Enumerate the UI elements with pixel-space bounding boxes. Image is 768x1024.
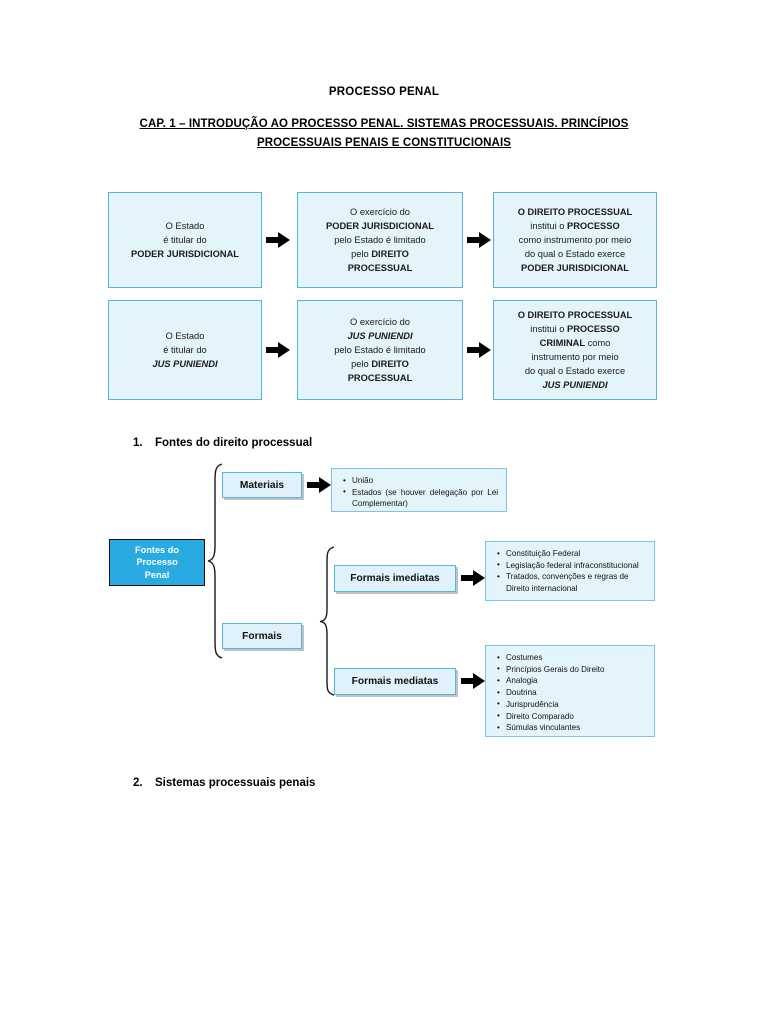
section-number: 1.	[133, 437, 143, 449]
page-title: PROCESSO PENAL	[328, 86, 440, 98]
list-item: Legislação federal infraconstitucional	[497, 559, 646, 571]
page-subtitle-text: CAP. 1 – INTRODUÇÃO AO PROCESSO PENAL. S…	[139, 118, 629, 149]
arrow-right-icon	[466, 230, 492, 250]
flow-box-line: pelo	[351, 359, 372, 369]
flow-box-line: instrumento por meio	[531, 352, 619, 362]
flow-box-line-emph: JUS PUNIENDI	[542, 380, 608, 390]
section-label: Fontes do direito processual	[155, 437, 313, 449]
tree-label-text: Formais mediatas	[351, 676, 439, 687]
flow-box-line-strong: PODER JURISDICIONAL	[521, 263, 629, 273]
flow-box-line: O Estado	[165, 331, 205, 341]
list-item-text: Princípios Gerais do Direito	[506, 664, 605, 674]
tree-label-materiais: Materiais	[222, 472, 302, 498]
list-item-text: União	[352, 476, 374, 485]
list-item-text: Analogia	[506, 676, 538, 686]
list-item-text: Doutrina	[506, 688, 537, 698]
list-item-text: Legislação federal infraconstitucional	[506, 560, 639, 570]
flow-box-line: pelo Estado é limitado	[334, 235, 426, 245]
list-item-text: Constituição Federal	[506, 549, 581, 558]
flow-box-line-emph: JUS PUNIENDI	[152, 359, 218, 369]
arrow-right-icon	[460, 568, 486, 588]
brace-root-split	[206, 462, 224, 660]
arrow-right-icon	[265, 230, 291, 250]
section-heading-sistemas: 2. Sistemas processuais penais	[133, 777, 315, 789]
tree-list-materiais: União Estados (se houver delegação por L…	[331, 468, 507, 512]
flow-box-exercicio-poder-jurisdicional: O exercício do PODER JURISDICIONAL pelo …	[297, 192, 463, 288]
flow-box-line: como	[585, 338, 611, 348]
tree-list-formais-mediatas: Costumes Princípios Gerais do Direito An…	[485, 645, 655, 737]
flow-box-line: O Estado	[165, 221, 205, 231]
flow-box-estado-jus-puniendi: O Estado é titular do JUS PUNIENDI	[108, 300, 262, 400]
tree-label-formais-mediatas: Formais mediatas	[334, 668, 456, 695]
brace-formais-split	[318, 545, 336, 697]
tree-list: União Estados (se houver delegação por L…	[342, 474, 498, 509]
list-item: Direito Comparado	[497, 710, 646, 722]
flow-box-line-strong: DIREITO	[371, 359, 409, 369]
flow-box-line-emph: JUS PUNIENDI	[347, 331, 413, 341]
flow-box-line: pelo Estado é limitado	[334, 345, 426, 355]
flow-box-line-strong: PROCESSUAL	[347, 373, 413, 383]
flow-box-line-strong: PROCESSUAL	[347, 263, 413, 273]
list-item: Tratados, convenções e regras de Direito…	[497, 571, 646, 593]
arrow-right-icon	[265, 340, 291, 360]
page-subtitle: CAP. 1 – INTRODUÇÃO AO PROCESSO PENAL. S…	[115, 115, 653, 153]
flow-box-line-strong: CRIMINAL	[539, 338, 586, 348]
section-number: 2.	[133, 777, 143, 789]
list-item-text: Tratados, convenções e regras de Direito…	[506, 572, 629, 593]
flow-box-line: é titular do	[163, 345, 207, 355]
tree-label-formais-imediatas: Formais imediatas	[334, 565, 456, 592]
flow-box-line-strong: PODER JURISDICIONAL	[131, 249, 239, 259]
section-heading-fontes: 1. Fontes do direito processual	[133, 437, 312, 449]
list-item: Analogia	[497, 675, 646, 686]
arrow-right-icon	[460, 671, 486, 691]
tree-list: Costumes Princípios Gerais do Direito An…	[496, 651, 646, 733]
list-item-text: Costumes	[506, 653, 543, 662]
flow-box-line: institui o	[530, 221, 567, 231]
list-item-text: Jurisprudência	[506, 699, 559, 709]
list-item-text: Estados (se houver delegação por Lei Com…	[352, 487, 498, 508]
flow-box-direito-processual-processo-criminal: O DIREITO PROCESSUAL institui o PROCESSO…	[493, 300, 657, 400]
flow-box-line-strong: PROCESSO	[567, 324, 620, 334]
tree-root-line: Processo	[136, 557, 178, 568]
flow-box-line: como instrumento por meio	[518, 235, 632, 245]
flow-box-line-strong: O DIREITO PROCESSUAL	[517, 310, 633, 320]
list-item-text: Súmulas vinculantes	[506, 723, 581, 733]
tree-list: Constituição Federal Legislação federal …	[496, 547, 646, 594]
list-item: Princípios Gerais do Direito	[497, 663, 646, 675]
tree-label-text: Materiais	[239, 479, 285, 491]
flow-box-line: do qual o Estado exerce	[524, 366, 626, 376]
list-item: Estados (se houver delegação por Lei Com…	[343, 486, 498, 509]
list-item: Costumes	[497, 651, 646, 663]
tree-label-text: Formais	[242, 630, 282, 642]
list-item: Doutrina	[497, 687, 646, 698]
arrow-right-icon	[306, 475, 332, 495]
flow-box-exercicio-jus-puniendi: O exercício do JUS PUNIENDI pelo Estado …	[297, 300, 463, 400]
flow-box-line: institui o	[530, 324, 567, 334]
flow-box-line: O exercício do	[350, 317, 410, 327]
section-label: Sistemas processuais penais	[155, 777, 316, 789]
flow-box-direito-processual-processo: O DIREITO PROCESSUAL institui o PROCESSO…	[493, 192, 657, 288]
list-item: União	[343, 474, 498, 486]
arrow-right-icon	[466, 340, 492, 360]
tree-list-formais-imediatas: Constituição Federal Legislação federal …	[485, 541, 655, 601]
flow-box-line-strong: PODER JURISDICIONAL	[326, 221, 434, 231]
flow-box-line-strong: O DIREITO PROCESSUAL	[517, 207, 633, 217]
flow-box-estado-poder-jurisdicional: O Estado é titular do PODER JURISDICIONA…	[108, 192, 262, 288]
list-item: Constituição Federal	[497, 547, 646, 559]
list-item-text: Direito Comparado	[506, 711, 574, 721]
tree-root-line: Penal	[144, 569, 170, 580]
flow-box-line: é titular do	[163, 235, 207, 245]
list-item: Súmulas vinculantes	[497, 722, 646, 733]
flow-box-line: O exercício do	[350, 207, 410, 217]
tree-label-text: Formais imediatas	[350, 573, 440, 584]
list-item: Jurisprudência	[497, 698, 646, 710]
tree-root-fontes-processo-penal: Fontes do Processo Penal	[109, 539, 205, 586]
flow-box-line-strong: DIREITO	[371, 249, 409, 259]
tree-root-line: Fontes do	[135, 544, 179, 555]
flow-box-line-strong: PROCESSO	[567, 221, 620, 231]
flow-box-line: do qual o Estado exerce	[524, 249, 626, 259]
tree-label-formais: Formais	[222, 623, 302, 649]
flow-box-line: pelo	[351, 249, 372, 259]
